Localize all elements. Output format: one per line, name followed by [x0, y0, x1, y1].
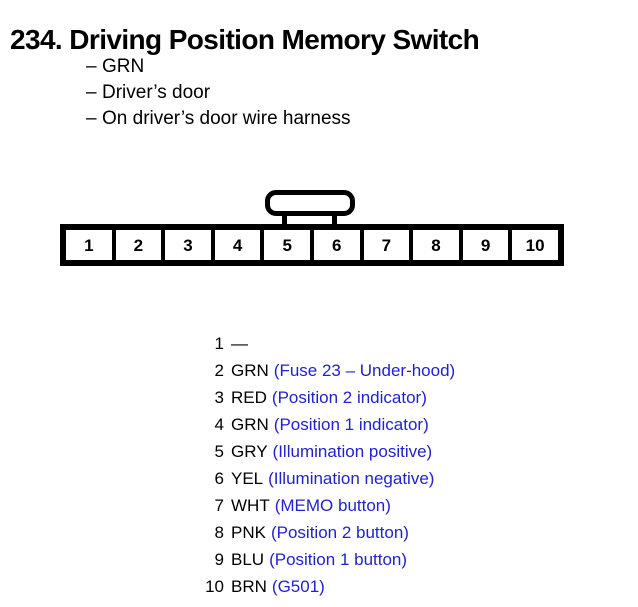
- latch-stem-right: [332, 212, 337, 226]
- pin-wire-color: BLU: [231, 550, 265, 569]
- connector-pin-1: 1: [66, 230, 112, 260]
- connector-pin-5: 5: [264, 230, 310, 260]
- pin-row: 8 PNK(Position 2 button): [196, 519, 455, 546]
- spec-list: –GRN –Driver’s door –On driver’s door wi…: [86, 54, 351, 132]
- connector-pin-8: 8: [413, 230, 459, 260]
- pin-description: (Illumination negative): [268, 469, 435, 488]
- pin-number: 6: [214, 469, 224, 488]
- connector-pin-3: 3: [165, 230, 211, 260]
- pin-row: 3 RED(Position 2 indicator): [196, 384, 455, 411]
- connector-pin-6: 6: [313, 230, 360, 260]
- pin-wire-color: WHT: [231, 496, 270, 515]
- spec-list-item-label: Driver’s door: [102, 82, 211, 103]
- spec-list-item-label: GRN: [102, 56, 145, 77]
- pin-row: 7 WHT(MEMO button): [196, 492, 455, 519]
- pin-wire-color: GRN: [231, 415, 269, 434]
- latch-stem-left: [282, 212, 287, 226]
- dash-icon: –: [86, 56, 97, 77]
- pin-number: 8: [214, 523, 224, 542]
- connector-body: 1 2 3 4 5 6 7 8 9 10: [60, 224, 564, 266]
- pin-description: (Position 1 button): [269, 550, 408, 569]
- connector-pin-4: 4: [214, 230, 261, 260]
- spec-list-item: –On driver’s door wire harness: [86, 106, 351, 132]
- connector-pin-9: 9: [462, 230, 509, 260]
- connector-pin-2: 2: [115, 230, 162, 260]
- spec-list-item: –Driver’s door: [86, 80, 351, 106]
- pin-number: 10: [205, 577, 224, 596]
- pin-wire-color: BRN: [231, 577, 267, 596]
- pin-number: 1: [214, 334, 224, 353]
- pin-row: 6 YEL(Illumination negative): [196, 465, 455, 492]
- pin-number: 9: [214, 550, 224, 569]
- page-title: 234. Driving Position Memory Switch: [10, 23, 480, 55]
- pin-row: 9 BLU(Position 1 button): [196, 546, 455, 573]
- pin-row: 10 BRN(G501): [196, 573, 455, 600]
- pin-description: (Position 2 indicator): [271, 388, 427, 407]
- pin-row: 1—: [196, 330, 455, 357]
- pin-description: (G501): [271, 577, 325, 596]
- pin-number: 3: [214, 388, 224, 407]
- pin-row: 2 GRN(Fuse 23 – Under-hood): [196, 357, 456, 384]
- pin-wire-color: PNK: [231, 523, 266, 542]
- dash-icon: –: [86, 108, 97, 129]
- spec-list-item-label: On driver’s door wire harness: [102, 108, 351, 129]
- pin-number: 7: [214, 496, 224, 515]
- pin-wire-color: RED: [231, 388, 267, 407]
- pin-description: (Fuse 23 – Under-hood): [273, 361, 456, 380]
- connector-pin-7: 7: [363, 230, 410, 260]
- pin-number: 5: [214, 442, 224, 461]
- pin-row: 5 GRY(Illumination positive): [196, 438, 455, 465]
- pin-wire-color: GRN: [231, 361, 269, 380]
- pin-row: 4 GRN(Position 1 indicator): [196, 411, 455, 438]
- connector-latch-icon: [265, 190, 355, 226]
- connector-diagram: 1 2 3 4 5 6 7 8 9 10: [60, 190, 564, 268]
- pin-description: (Position 2 button): [270, 523, 409, 542]
- pin-description: (MEMO button): [274, 496, 391, 515]
- pin-wire-color: YEL: [231, 469, 264, 488]
- dash-icon: –: [86, 82, 97, 103]
- pin-number: 4: [214, 415, 224, 434]
- pin-number: 2: [214, 361, 224, 380]
- pin-description: (Illumination positive): [272, 442, 433, 461]
- pin-wire-color: GRY: [231, 442, 268, 461]
- connector-pin-10: 10: [512, 230, 558, 260]
- spec-list-item: –GRN: [86, 54, 351, 80]
- pin-wire-color: —: [231, 334, 248, 353]
- latch-cap: [265, 190, 355, 216]
- pin-description: (Position 1 indicator): [273, 415, 429, 434]
